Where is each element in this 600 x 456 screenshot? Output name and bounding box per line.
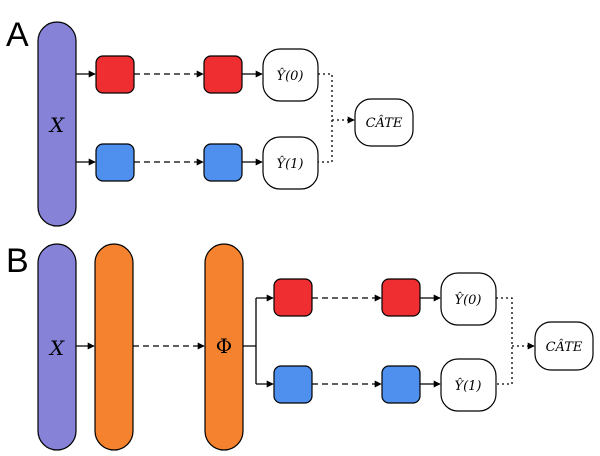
panel-b-t0-first-layer — [273, 278, 313, 317]
panel-b: B X Φ Ŷ(0) Ŷ(1) CÂTE — [6, 242, 594, 451]
panel-a-letter: A — [6, 16, 29, 54]
panel-a-t1-first-layer — [95, 143, 135, 182]
panel-b-split-connector — [243, 298, 257, 384]
panel-a-input-label: X — [48, 113, 65, 137]
panel-b-outcome-1-label: Ŷ(1) — [455, 378, 482, 394]
panel-b-cate-label: CÂTE — [546, 339, 583, 355]
panel-a-outcome-1-label: Ŷ(1) — [277, 156, 304, 172]
panel-a-outcome-0-label: Ŷ(0) — [277, 68, 304, 84]
panel-a-t1-last-layer — [203, 143, 243, 182]
panel-b-t1-last-layer — [381, 365, 421, 404]
panel-a-outcome-0-node — [262, 48, 319, 102]
panel-a-outcome-1-node — [262, 136, 319, 190]
panel-b-cate-node — [534, 321, 594, 371]
panel-b-outcome-0-label: Ŷ(0) — [455, 292, 482, 308]
panel-b-combiner-dotted — [496, 297, 513, 385]
panel-b-input-label: X — [48, 336, 65, 360]
panel-a-t0-first-layer — [95, 55, 135, 94]
panel-a: A X Ŷ(0) Ŷ(1) CÂTE — [6, 16, 414, 227]
panel-b-input-node — [37, 243, 77, 451]
panel-b-letter: B — [6, 242, 29, 280]
panel-b-t1-first-layer — [273, 365, 313, 404]
panel-a-cate-label: CÂTE — [366, 115, 403, 131]
panel-b-t0-last-layer — [381, 278, 421, 317]
panel-a-input-node — [37, 21, 77, 227]
panel-b-outcome-0-node — [440, 272, 497, 326]
panel-b-outcome-1-node — [440, 358, 497, 412]
panel-a-combiner-dotted — [318, 73, 333, 163]
panel-b-representation-first-layer — [94, 243, 134, 451]
panel-b-representation-phi-node — [204, 243, 244, 451]
panel-a-t0-last-layer — [203, 55, 243, 94]
panel-b-representation-label: Φ — [216, 334, 232, 358]
panel-a-cate-node — [354, 98, 414, 147]
